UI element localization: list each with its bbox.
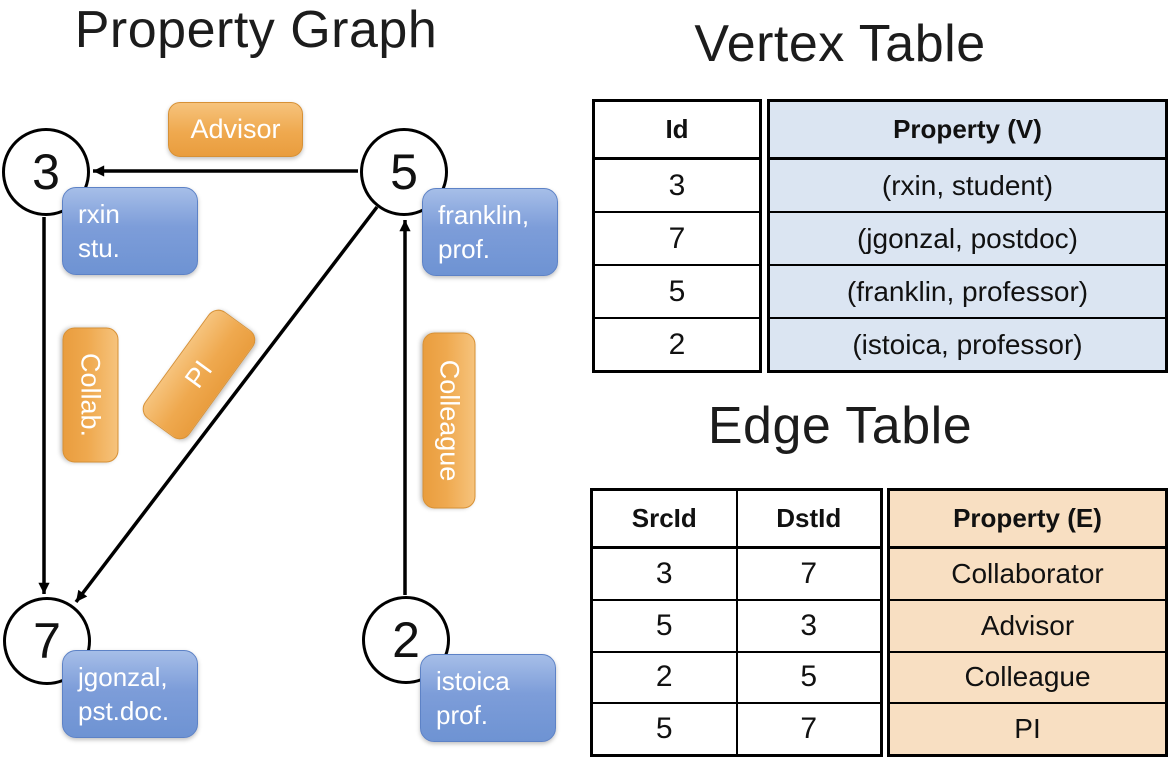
edge-table-cell-property: Advisor	[890, 598, 1165, 651]
vertex-property-line: rxin	[78, 199, 120, 229]
edge-table-row: 2 5	[593, 650, 881, 703]
vertex-property-box-2: istoica prof.	[420, 654, 556, 742]
vertex-property-box-3: rxin stu.	[62, 187, 198, 275]
vertex-table-cell-property: (franklin, professor)	[770, 264, 1165, 317]
edge-table-cell-srcid: 5	[655, 608, 673, 642]
vertex-property-line: stu.	[78, 233, 120, 264]
edge-table-cell-srcid: 2	[655, 660, 673, 694]
vertex-table-cell-id: 7	[595, 211, 759, 264]
edge-table-row: 3 7	[593, 546, 880, 599]
vertex-property-line: jgonzal,	[78, 662, 168, 692]
vertex-node-2-id: 2	[392, 612, 420, 668]
edge-table-cell-dstid: 5	[735, 652, 881, 703]
edge-table-header-property: Property (E)	[953, 503, 1102, 533]
vertex-property-line: franklin,	[438, 200, 530, 230]
edge-table-cell-dstid: 7	[735, 549, 881, 599]
edge-table: SrcId DstId 3 7 5 3 2 5 5 7 Property (E)…	[590, 488, 1168, 757]
vertex-table-id-column: Id 3 7 5 2	[592, 99, 762, 373]
edge-label-pi: PI	[137, 304, 261, 444]
edge-table-property-column: Property (E) Collaborator Advisor Collea…	[887, 488, 1168, 757]
vertex-table-cell-property: (rxin, student)	[770, 157, 1165, 211]
vertex-node-3: 3	[2, 128, 90, 216]
vertex-node-3-id: 3	[32, 144, 60, 200]
edge-table-cell-property: Collaborator	[890, 546, 1165, 599]
edge-table-cell-dstid: 3	[735, 600, 881, 651]
vertex-table-property-column: Property (V) (rxin, student) (jgonzal, p…	[767, 99, 1168, 373]
edge-table-header-dstid: DstId	[735, 491, 881, 546]
vertex-property-line: prof.	[438, 234, 491, 265]
edge-label-colleague: Colleague	[422, 332, 475, 508]
edge-table-cell-property: PI	[890, 702, 1165, 754]
vertex-table-cell-id: 5	[595, 264, 759, 317]
edge-table-cell-srcid: 5	[655, 712, 673, 746]
vertex-table: Id 3 7 5 2 Property (V) (rxin, student) …	[592, 99, 1168, 373]
edge-table-header-srcid: SrcId	[631, 503, 697, 533]
vertex-table-header-id: Id	[665, 114, 689, 144]
vertex-property-line: pst.doc.	[78, 696, 170, 727]
vertex-table-cell-property: (istoica, professor)	[770, 317, 1165, 370]
vertex-property-line: prof.	[436, 700, 489, 731]
edge-table-cell-srcid: 3	[655, 556, 673, 590]
edge-label-collab: Collab.	[62, 327, 118, 462]
vertex-node-5-id: 5	[390, 144, 418, 200]
edge-table-row: 5 3	[593, 598, 881, 651]
vertex-table-header-property: Property (V)	[893, 114, 1042, 144]
vertex-table-cell-property: (jgonzal, postdoc)	[770, 211, 1165, 264]
vertex-property-box-5: franklin, prof.	[422, 188, 558, 276]
vertex-property-box-7: jgonzal, pst.doc.	[62, 650, 198, 738]
edge-table-cell-property: Colleague	[890, 650, 1165, 703]
property-graph-title: Property Graph	[74, 1, 438, 59]
edge-table-row: 5 7	[593, 702, 880, 754]
vertex-property-line: istoica	[436, 666, 510, 696]
edge-table-cell-dstid: 7	[735, 704, 881, 754]
vertex-node-7-id: 7	[33, 613, 61, 669]
vertex-table-cell-id: 2	[595, 317, 759, 370]
vertex-table-cell-id: 3	[595, 157, 759, 211]
edge-table-title: Edge Table	[707, 397, 973, 455]
edge-table-id-columns: SrcId DstId 3 7 5 3 2 5 5 7	[590, 488, 883, 757]
vertex-table-title: Vertex Table	[694, 15, 986, 73]
edge-table-header-row: SrcId DstId	[593, 491, 880, 546]
property-graph-panel: Property Graph 3 5 7 2 rxin stu.	[2, 1, 558, 742]
edge-label-advisor: Advisor	[168, 102, 303, 157]
